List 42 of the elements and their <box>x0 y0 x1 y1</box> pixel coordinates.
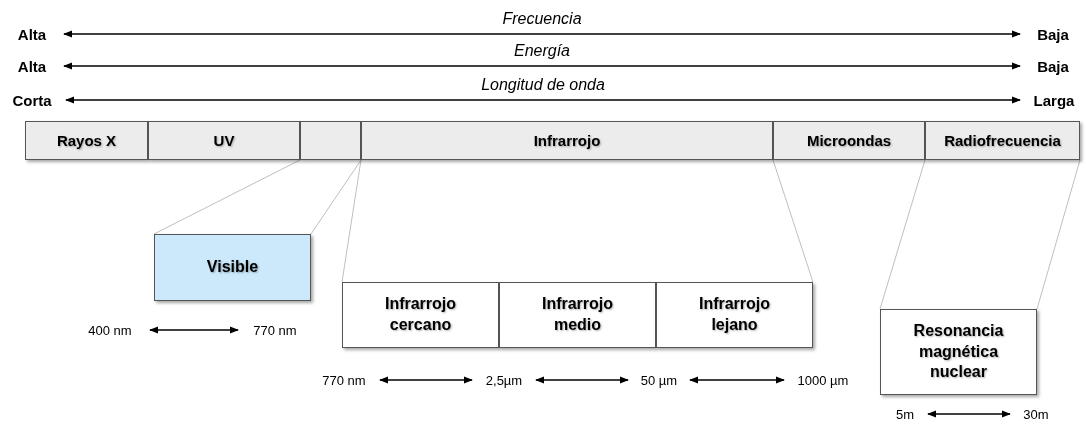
edge-label: Frecuencia <box>502 10 582 28</box>
double-arrow <box>63 62 1021 70</box>
scale-end-label: Alta <box>8 24 56 44</box>
wavelength-label: 770 nm <box>246 320 304 340</box>
zoom-line <box>310 159 362 235</box>
zoom-line <box>879 159 926 310</box>
spectrum-band: Rayos X <box>25 121 148 160</box>
detail-box: Infrarrojo medio <box>499 282 656 348</box>
spectrum-band: Infrarrojo <box>361 121 773 160</box>
double-arrow <box>379 376 473 384</box>
spectrum-band: Microondas <box>773 121 925 160</box>
wavelength-label: 5m <box>890 404 920 424</box>
detail-box: Infrarrojo lejano <box>656 282 813 348</box>
double-arrow <box>535 376 629 384</box>
zoom-line <box>341 159 362 283</box>
double-arrow <box>689 376 785 384</box>
zoom-line <box>153 159 301 235</box>
scale-end-label: Baja <box>1028 56 1078 76</box>
scale-end-label: Corta <box>6 90 58 110</box>
double-arrow <box>63 30 1021 38</box>
double-arrow <box>65 96 1021 104</box>
detail-box: Visible <box>154 234 311 301</box>
scale-end-label: Baja <box>1028 24 1078 44</box>
wavelength-label: 50 µm <box>636 370 682 390</box>
wavelength-label: 770 nm <box>316 370 372 390</box>
wavelength-label: 2,5µm <box>480 370 528 390</box>
detail-box: Infrarrojo cercano <box>342 282 499 348</box>
zoom-line <box>772 159 814 283</box>
scale-end-label: Alta <box>8 56 56 76</box>
double-arrow <box>149 326 239 334</box>
spectrum-band: UV <box>148 121 300 160</box>
spectrum-band <box>300 121 361 160</box>
wavelength-label: 400 nm <box>78 320 142 340</box>
scale-end-label: Larga <box>1028 90 1080 110</box>
wavelength-label: 30m <box>1018 404 1054 424</box>
spectrum-band: Radiofrecuencia <box>925 121 1080 160</box>
wavelength-label: 1000 µm <box>792 370 854 390</box>
double-arrow <box>927 410 1011 418</box>
detail-box: Resonancia magnética nuclear <box>880 309 1037 395</box>
edge-label: Longitud de onda <box>481 76 605 94</box>
zoom-line <box>1036 159 1081 310</box>
edge-label: Energía <box>514 42 570 60</box>
